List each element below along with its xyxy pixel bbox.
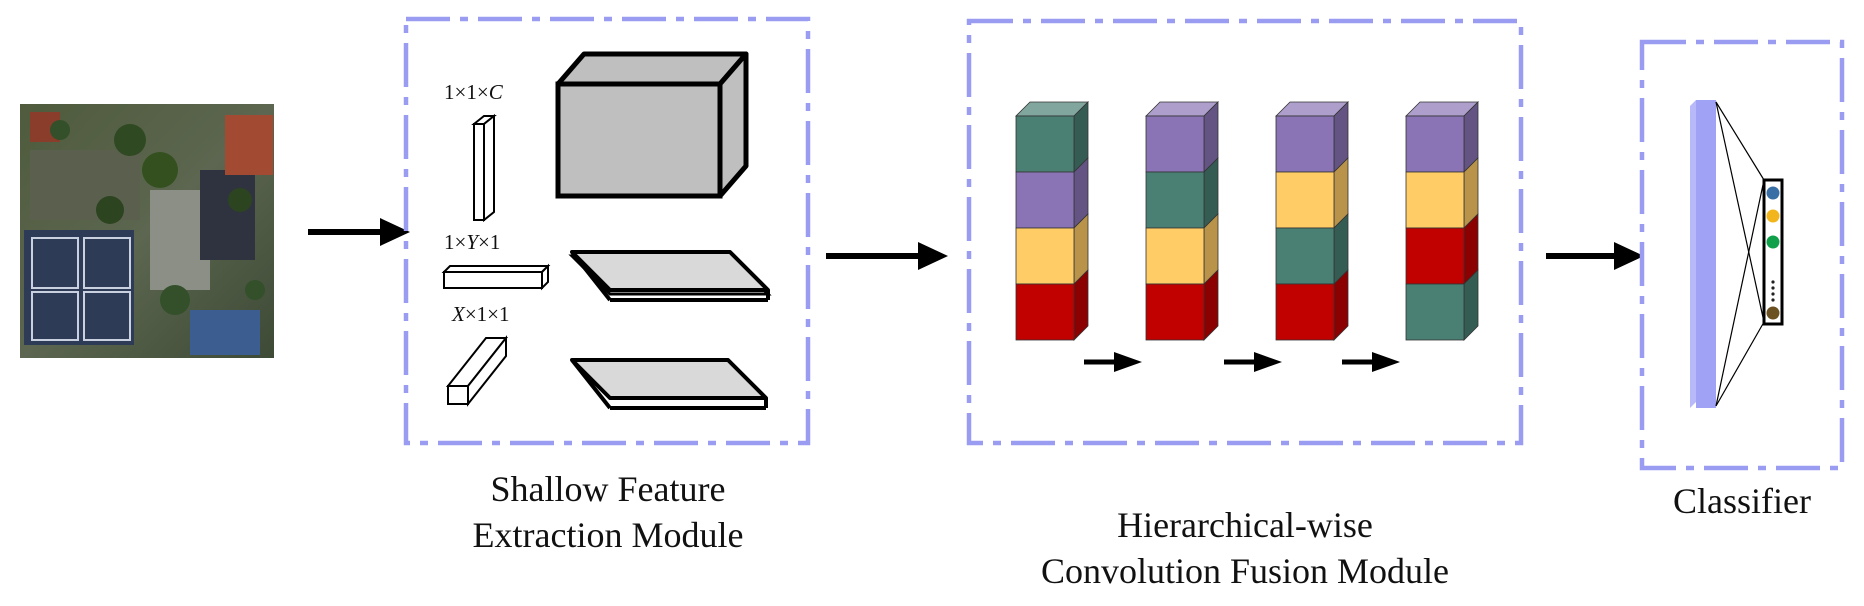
fusion-module-caption: Hierarchical-wise Convolution Fusion Mod…	[969, 502, 1521, 594]
classifier-caption: Classifier	[1642, 478, 1842, 524]
height-vector-1xYx1	[441, 263, 551, 291]
stack-4-block-1	[1405, 101, 1479, 173]
classifier-caption-label: Classifier	[1673, 481, 1811, 521]
ellipsis-dots	[1771, 280, 1775, 302]
arrow-shallow-to-fusion	[826, 242, 948, 270]
stack-3-block-1	[1275, 101, 1349, 173]
stack-2-block-2	[1145, 157, 1219, 229]
label-channel-dim: 1×1×C	[444, 80, 503, 104]
stack-2-block-4	[1145, 269, 1219, 341]
fusion-stacks	[1015, 101, 1479, 341]
fc-connections	[1715, 101, 1765, 407]
class-probability-dots	[1766, 186, 1780, 320]
class-dot-4	[1766, 306, 1780, 320]
input-aerial-image	[20, 104, 274, 358]
fusion-stack-4	[1405, 101, 1479, 341]
shallow-caption-line2: Extraction Module	[472, 515, 744, 555]
fusion-stack-3	[1275, 101, 1349, 341]
arrow-input-to-shallow	[308, 218, 410, 246]
feature-slab-bottom	[570, 358, 768, 410]
label-width-dim: X×1×1	[452, 302, 510, 326]
stack-arrow-2	[1224, 352, 1282, 372]
shallow-module-border	[403, 16, 811, 446]
shallow-module-caption: Shallow Feature Extraction Module	[407, 466, 809, 558]
label-height-dim: 1×Y×1	[444, 230, 501, 254]
stack-arrow-1	[1084, 352, 1142, 372]
channel-vector-1x1xC	[471, 113, 497, 223]
class-dot-2	[1766, 209, 1780, 223]
stack-1-block-4	[1015, 269, 1089, 341]
fusion-stack-1	[1015, 101, 1089, 341]
stack-4-block-3	[1405, 213, 1479, 285]
output-vector	[1762, 178, 1784, 326]
stack-2-block-1	[1145, 101, 1219, 173]
stack-1-block-3	[1015, 213, 1089, 285]
stack-2-block-3	[1145, 213, 1219, 285]
feature-cube	[555, 51, 749, 199]
fusion-caption-line2: Convolution Fusion Module	[1040, 551, 1450, 591]
stack-1-block-1	[1015, 101, 1089, 173]
fusion-module-border	[966, 18, 1524, 446]
fully-connected-layer	[1690, 100, 1716, 408]
classifier-module-border	[1639, 39, 1845, 471]
stack-1-block-2	[1015, 157, 1089, 229]
feature-slab-top	[568, 250, 772, 302]
class-dot-1	[1766, 186, 1780, 200]
arrow-fusion-to-classifier	[1546, 242, 1644, 270]
shallow-caption-line1: Shallow Feature	[490, 469, 726, 509]
stack-3-block-2	[1275, 157, 1349, 229]
stack-4-block-4	[1405, 269, 1479, 341]
stack-3-block-4	[1275, 269, 1349, 341]
width-vector-Xx1x1	[445, 335, 509, 407]
fusion-caption-line1: Hierarchical-wise	[1117, 505, 1373, 545]
class-dot-3	[1766, 235, 1780, 249]
stack-arrow-3	[1342, 352, 1400, 372]
fusion-stack-2	[1145, 101, 1219, 341]
